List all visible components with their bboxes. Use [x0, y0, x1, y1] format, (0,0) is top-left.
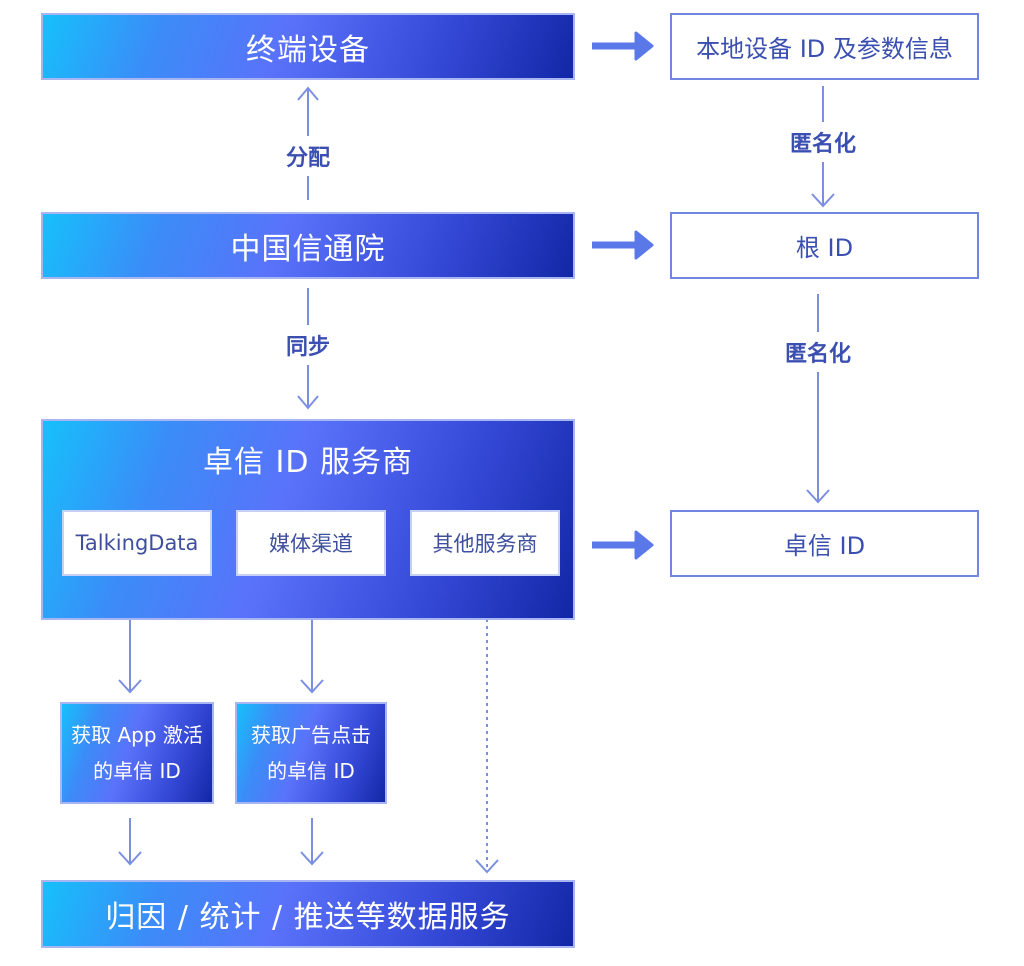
app-activation-line-2: 的卓信 ID: [93, 759, 181, 783]
ad-click-down-arrow: [300, 818, 324, 866]
provider-other-label: 其他服务商: [432, 532, 538, 556]
app-activation-line-1: 获取 App 激活: [71, 723, 203, 747]
provider-talkingdata: TalkingData: [62, 510, 212, 576]
other-provider-dotted-arrow: [475, 584, 499, 874]
edge-label-anonymize-1: 匿名化: [787, 122, 859, 162]
ad-click-line-2: 的卓信 ID: [267, 759, 355, 783]
thick-arrow-providers-to-zhuoxin: [592, 530, 654, 560]
anonymize-arrow-2: [806, 294, 830, 504]
provider-other: 其他服务商: [410, 510, 560, 576]
local-device-id-node: 本地设备 ID 及参数信息: [670, 13, 979, 80]
provider-talkingdata-label: TalkingData: [75, 531, 199, 555]
caict-label: 中国信通院: [230, 231, 386, 267]
zhuoxin-id-node: 卓信 ID: [670, 510, 979, 577]
caict-node: 中国信通院: [41, 212, 575, 279]
app-activation-down-arrow: [118, 818, 142, 866]
edge-label-sync: 同步: [283, 325, 333, 365]
edge-label-allocate: 分配: [283, 136, 333, 176]
root-id-node: 根 ID: [670, 212, 979, 279]
provider-group-title: 卓信 ID 服务商: [202, 445, 414, 480]
terminal-device-node: 终端设备: [41, 13, 575, 80]
zhuoxin-id-label: 卓信 ID: [783, 532, 866, 560]
data-services-node: 归因 / 统计 / 推送等数据服务: [41, 880, 575, 948]
local-device-id-label: 本地设备 ID 及参数信息: [696, 35, 953, 63]
root-id-label: 根 ID: [795, 234, 854, 262]
thick-arrow-caict-to-root: [592, 230, 654, 260]
provider-media-channel: 媒体渠道: [236, 510, 386, 576]
edge-label-anonymize-2: 匿名化: [782, 332, 854, 372]
provider-media-channel-label: 媒体渠道: [269, 532, 353, 556]
thick-arrow-terminal-to-local: [592, 31, 654, 61]
app-activation-node: 获取 App 激活 的卓信 ID: [60, 702, 214, 804]
data-services-label: 归因 / 统计 / 推送等数据服务: [105, 900, 511, 935]
ad-click-node: 获取广告点击 的卓信 ID: [235, 702, 387, 804]
ad-click-line-1: 获取广告点击: [251, 723, 371, 747]
terminal-device-label: 终端设备: [246, 32, 370, 68]
